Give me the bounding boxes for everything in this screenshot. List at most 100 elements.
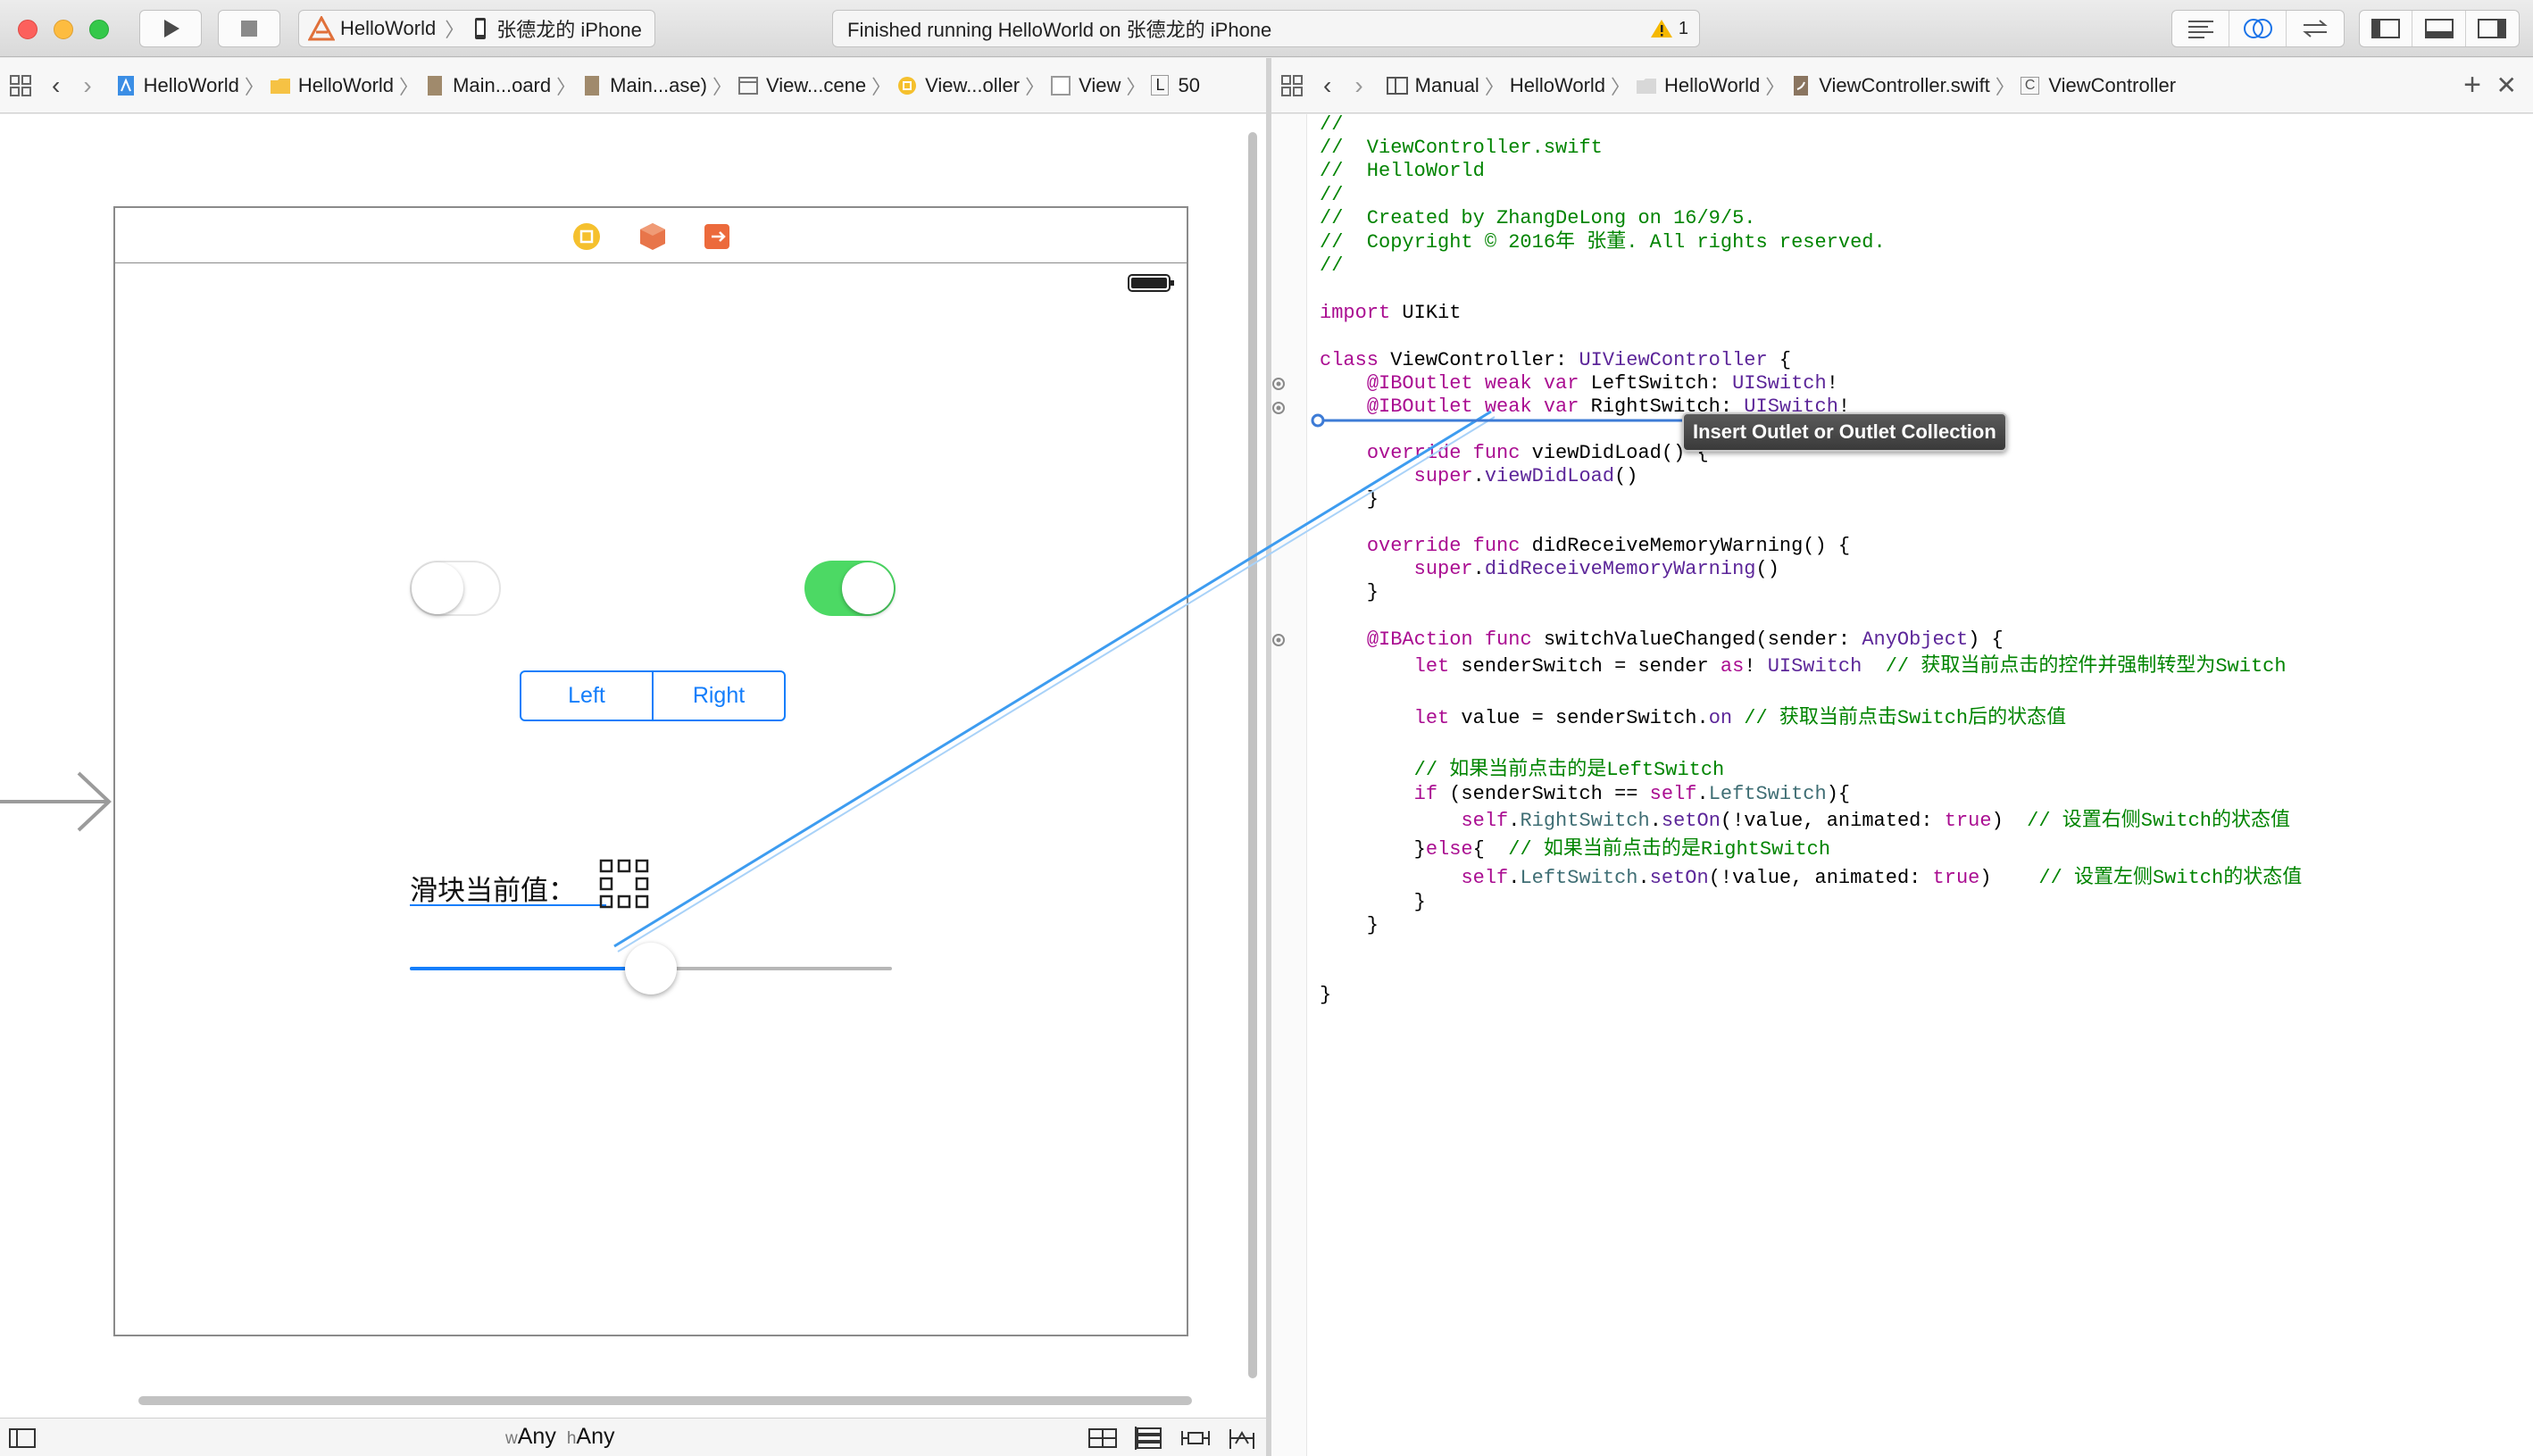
canvas-horizontal-scrollbar[interactable] <box>138 1394 1192 1407</box>
initial-view-controller-arrow-icon <box>0 771 112 832</box>
crumb-label: View...cene <box>765 73 867 96</box>
action-connection-indicator-icon[interactable] <box>1271 631 1289 649</box>
crumb-view-controller[interactable]: View...oller <box>896 74 1020 97</box>
related-items-icon[interactable] <box>9 74 32 97</box>
source-code-editor[interactable] <box>1271 114 2533 1456</box>
storyboard-jump-bar: ‹ › HelloWorld 〉 HelloWorld 〉 Main...oar… <box>0 58 1266 113</box>
stack-icon[interactable] <box>1134 1426 1164 1451</box>
iphone-icon <box>475 18 487 39</box>
right-switch[interactable] <box>804 561 896 616</box>
vertical-scroll-thumb[interactable] <box>1248 132 1257 1378</box>
selected-label-handles-icon[interactable] <box>599 859 651 911</box>
outlet-connection-indicator-icon[interactable] <box>1271 375 1289 393</box>
crumb-view[interactable]: View <box>1050 74 1121 97</box>
crumb-swift-file[interactable]: ViewController.swift <box>1790 74 1990 97</box>
editor-mode-control <box>2171 10 2345 47</box>
scene-dock <box>113 206 1188 263</box>
utilities-panel-icon <box>2478 19 2507 38</box>
code-line-15: override func viewDidLoad() { <box>1366 442 1709 464</box>
xcode-app-icon <box>308 16 335 41</box>
related-items-icon[interactable] <box>1280 74 1304 97</box>
size-class-height-prefix: h <box>566 1429 577 1448</box>
project-file-icon <box>117 75 134 96</box>
crumb-project[interactable]: HelloWorld <box>1510 74 1605 97</box>
chevron-right-icon: 〉 <box>244 75 264 98</box>
warning-icon <box>1650 20 1672 37</box>
crumb-storyboard[interactable]: Main...oard <box>424 74 551 97</box>
pin-constraints-icon[interactable] <box>1180 1426 1211 1451</box>
minimize-window-button[interactable] <box>54 20 73 39</box>
debug-panel-icon <box>2424 19 2454 38</box>
crumb-label: 50 <box>1178 73 1200 96</box>
code-line-32: self.LeftSwitch.setOn(!value, animated: … <box>1461 867 2303 889</box>
value-slider[interactable] <box>410 941 892 996</box>
crumb-label: HelloWorld <box>1509 73 1606 96</box>
scheme-selector[interactable]: HelloWorld 〉 张德龙的 iPhone <box>298 10 655 47</box>
view-controller-icon <box>898 76 917 95</box>
close-editor-icon[interactable]: ✕ <box>2496 71 2517 99</box>
document-outline-toggle-icon[interactable] <box>9 1427 36 1449</box>
canvas-bottom-bar: w Any h Any <box>0 1418 1266 1456</box>
crumb-storyboard-base[interactable]: Main...ase) <box>581 74 707 97</box>
standard-editor-button[interactable] <box>2172 11 2229 46</box>
code-line-33: } <box>1320 891 1426 913</box>
toggle-debug-area-button[interactable] <box>2412 11 2466 46</box>
toggle-utilities-button[interactable] <box>2466 11 2519 46</box>
crumb-project[interactable]: HelloWorld <box>115 74 239 97</box>
back-arrow-icon[interactable]: ‹ <box>1323 71 1332 99</box>
view-toggle-control <box>2359 10 2520 47</box>
update-frames-icon[interactable] <box>1087 1426 1118 1451</box>
storyboard-file-icon <box>585 75 600 96</box>
crumb-group[interactable]: HelloWorld <box>1636 74 1760 97</box>
segment-left[interactable]: Left <box>521 672 654 720</box>
version-editor-button[interactable] <box>2287 11 2344 46</box>
code-line-12: @IBOutlet weak var LeftSwitch: UISwitch! <box>1366 372 1838 395</box>
crumb-group[interactable]: HelloWorld <box>270 74 394 97</box>
stop-button[interactable] <box>218 10 280 47</box>
chevron-right-icon: 〉 <box>871 75 892 98</box>
close-window-button[interactable] <box>18 20 37 39</box>
size-class-control[interactable]: w Any h Any <box>505 1424 615 1450</box>
code-line-23: @IBAction func switchValueChanged(sender… <box>1366 628 2004 651</box>
play-icon <box>164 20 179 37</box>
storyboard-canvas[interactable]: Left Right 滑块当前值： <box>0 114 1266 1418</box>
left-switch[interactable] <box>410 561 501 616</box>
add-editor-icon[interactable]: + <box>2463 68 2481 102</box>
segment-right[interactable]: Right <box>692 683 746 708</box>
warning-indicator[interactable]: 1 <box>1650 18 1688 39</box>
code-line-26: let value = senderSwitch.on // 获取当前点击Swi… <box>1413 707 2067 729</box>
toggle-navigator-button[interactable] <box>2360 11 2413 46</box>
crumb-label: View <box>1079 73 1121 96</box>
chevron-right-icon: 〉 <box>556 75 577 98</box>
crumb-label-element[interactable]: L 50 <box>1151 74 1200 97</box>
back-arrow-icon[interactable]: ‹ <box>52 71 61 99</box>
code-line-19: override func didReceiveMemoryWarning() … <box>1366 535 1851 557</box>
chevron-right-icon: 〉 <box>1025 75 1046 98</box>
code-line-6: // Copyright © 2016年 张董. All rights rese… <box>1320 231 1886 254</box>
code-line-30: self.RightSwitch.setOn(!value, animated:… <box>1461 810 2290 832</box>
crumb-label: View...oller <box>925 73 1021 96</box>
view-controller-icon[interactable] <box>571 220 603 253</box>
run-button[interactable] <box>139 10 202 47</box>
outlet-connection-indicator-icon[interactable] <box>1271 399 1289 417</box>
slider-thumb[interactable] <box>625 943 677 994</box>
zoom-window-button[interactable] <box>89 20 109 39</box>
horizontal-scroll-thumb[interactable] <box>138 1396 1192 1405</box>
first-responder-icon[interactable] <box>637 220 669 253</box>
chevron-right-icon: 〉 <box>1484 75 1504 98</box>
code-line-21: } <box>1320 581 1379 603</box>
scene-root-view[interactable]: Left Right 滑块当前值： <box>113 263 1188 1336</box>
canvas-vertical-scrollbar[interactable] <box>1246 132 1259 1378</box>
assistant-editor-icon <box>2243 19 2272 38</box>
stop-icon <box>241 21 257 37</box>
assistant-editor-button[interactable] <box>2229 11 2287 46</box>
code-jump-bar: ‹ › Manual 〉 HelloWorld 〉 HelloWorld 〉 V… <box>1271 58 2533 113</box>
crumb-class[interactable]: C ViewController <box>2020 74 2176 97</box>
exit-icon[interactable] <box>701 220 733 253</box>
forward-arrow-icon[interactable]: › <box>83 71 92 99</box>
forward-arrow-icon[interactable]: › <box>1354 71 1363 99</box>
resolve-autolayout-icon[interactable] <box>1227 1426 1257 1451</box>
size-class-width-prefix: w <box>505 1429 518 1448</box>
crumb-scene[interactable]: View...cene <box>737 74 866 97</box>
crumb-manual[interactable]: Manual <box>1386 74 1479 97</box>
